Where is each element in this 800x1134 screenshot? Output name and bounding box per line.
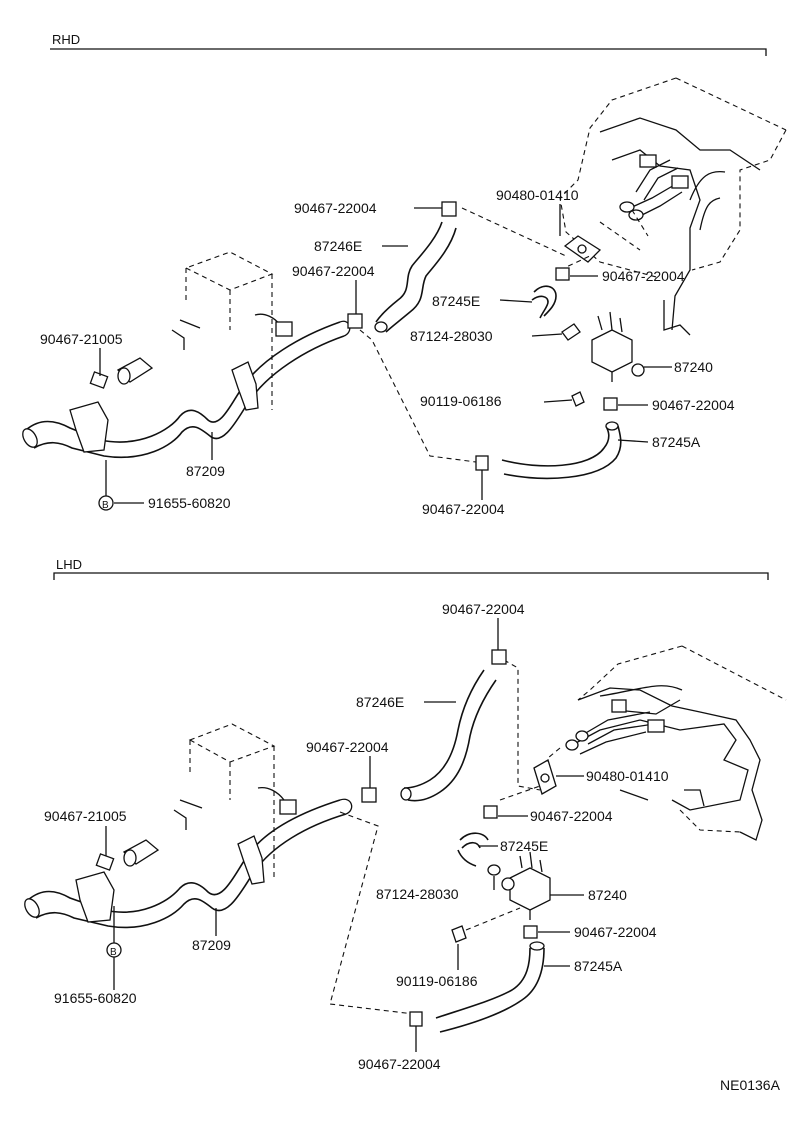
rhd-section-title: RHD — [52, 32, 80, 47]
rhd-label-12: 87245A — [652, 434, 701, 450]
lhd-label-11: 90467-22004 — [574, 924, 657, 940]
rhd-label-4: 90467-22004 — [292, 263, 375, 279]
rhd-hose-87245A — [501, 425, 610, 467]
rhd-hose-87246E — [375, 221, 443, 323]
lhd-label-5: 90467-21005 — [44, 808, 127, 824]
lhd-label-14: 91655-60820 — [54, 990, 137, 1006]
lhd-bolt-mark-text: B — [110, 947, 117, 958]
lhd-section: LHD — [24, 557, 787, 1072]
lhd-label-7: 87245E — [500, 838, 548, 854]
lhd-clamp-90467-21005 — [95, 853, 115, 871]
lhd-hose-87246E — [403, 669, 485, 789]
rhd-clamp-5 — [475, 455, 489, 471]
lhd-clamp-4 — [523, 925, 538, 939]
lhd-label-2: 87246E — [356, 694, 404, 710]
lhd-hose-87245E — [457, 832, 489, 867]
lhd-hose-bracket-left — [75, 871, 115, 923]
lhd-label-13: 87245A — [574, 958, 623, 974]
rhd-label-9: 87240 — [674, 359, 713, 375]
lhd-label-3: 90467-22004 — [306, 739, 389, 755]
rhd-label-8: 90467-21005 — [40, 331, 123, 347]
rhd-label-13: 87209 — [186, 463, 225, 479]
rhd-hose-87245E — [533, 285, 557, 317]
lhd-label-8: 87124-28030 — [376, 886, 459, 902]
lhd-clamp-5 — [409, 1011, 423, 1027]
lhd-hose-87245A — [435, 947, 531, 1019]
rhd-bolt-mark-text: B — [102, 500, 109, 511]
lhd-bolt-90119-06186 — [451, 925, 467, 943]
lhd-engine-block — [173, 723, 297, 880]
rhd-engine-block — [171, 251, 293, 410]
rhd-clamp-1 — [441, 201, 457, 217]
lhd-label-6: 90467-22004 — [530, 808, 613, 824]
lhd-label-15: 90467-22004 — [358, 1056, 441, 1072]
lhd-section-title: LHD — [56, 557, 82, 572]
rhd-label-14: 91655-60820 — [148, 495, 231, 511]
rhd-section: RHD — [22, 32, 787, 517]
lhd-clip-87124-28030 — [487, 864, 501, 876]
rhd-clip-87124-28030 — [561, 323, 581, 341]
lhd-section-bracket — [53, 572, 769, 580]
rhd-label-7: 87124-28030 — [410, 328, 493, 344]
rhd-clamp-2 — [347, 313, 363, 329]
rhd-heater-unit — [559, 77, 787, 336]
diagram-code: NE0136A — [720, 1077, 781, 1093]
rhd-gasket — [563, 235, 602, 263]
lhd-clamp-1 — [491, 649, 507, 665]
rhd-label-6: 87245E — [432, 293, 480, 309]
lhd-label-9: 87240 — [588, 887, 627, 903]
lhd-hose-87209-upper — [27, 799, 341, 913]
rhd-clamp-3 — [555, 267, 570, 281]
lhd-leader-lines — [105, 618, 584, 1052]
rhd-label-1: 90467-22004 — [294, 200, 377, 216]
lhd-hose-bracket-right — [237, 835, 265, 885]
lhd-water-valve-87240 — [501, 851, 551, 920]
rhd-label-15: 90467-22004 — [422, 501, 505, 517]
rhd-clamp-90467-21005 — [89, 371, 109, 389]
rhd-label-3: 87246E — [314, 238, 362, 254]
lhd-label-1: 90467-22004 — [442, 601, 525, 617]
rhd-clamp-4 — [603, 397, 618, 411]
lhd-clamp-2 — [361, 787, 377, 803]
rhd-label-2: 90480-01410 — [496, 187, 579, 203]
rhd-label-5: 90467-22004 — [602, 268, 685, 284]
rhd-section-bracket — [50, 48, 767, 56]
rhd-water-valve-87240 — [591, 311, 645, 382]
lhd-clamp-3 — [483, 805, 498, 819]
rhd-leader-lines — [99, 204, 672, 504]
rhd-label-11: 90467-22004 — [652, 397, 735, 413]
lhd-heater-unit — [547, 645, 787, 841]
lhd-gasket — [533, 759, 557, 795]
lhd-label-12: 90119-06186 — [396, 973, 478, 989]
rhd-bolt-90119-06186 — [571, 391, 585, 407]
lhd-label-4: 90480-01410 — [586, 768, 669, 784]
rhd-label-10: 90119-06186 — [420, 393, 502, 409]
lhd-label-10: 87209 — [192, 937, 231, 953]
rhd-hose-bracket-right — [231, 361, 259, 411]
rhd-hose-87209-upper — [25, 321, 341, 443]
rhd-hose-bracket-left — [69, 401, 109, 453]
